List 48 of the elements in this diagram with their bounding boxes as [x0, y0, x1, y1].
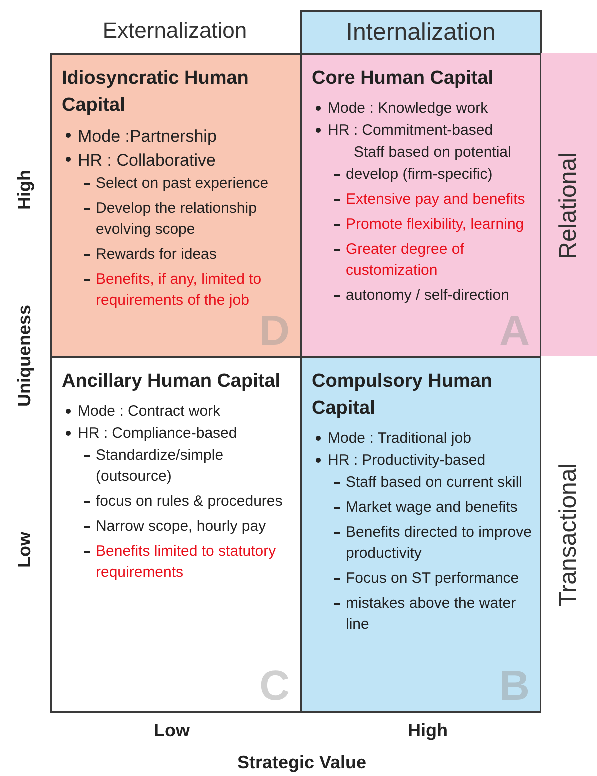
list-item-text: Staff based on current skill: [346, 473, 522, 493]
list-item-text: autonomy / self-direction: [346, 286, 510, 306]
list-item-text: Market wage and benefits: [346, 498, 518, 518]
list-item-text: Benefits, if any, limited to requirements of the job: [96, 270, 263, 311]
list-item-text: HR : Productivity-based: [328, 451, 486, 471]
list-item-text: HR : Commitment-based: [328, 121, 494, 141]
side-band: [541, 356, 597, 713]
list-item-text: mistakes above the water line: [346, 594, 518, 635]
quadrant-title: Ancillary Human Capital: [62, 370, 282, 394]
list-item-text: Mode :Partnership: [78, 126, 217, 148]
row-heading: Relational: [555, 152, 583, 259]
column-heading: Externalization: [102, 18, 248, 44]
list-item-text: Promote flexibility, learning: [346, 215, 524, 235]
axis-tick-label: Low: [154, 720, 190, 742]
list-item-text: develop (firm-specific): [346, 165, 493, 185]
list-item-text: Greater degree of customization: [346, 240, 466, 281]
quadrant-title: Idiosyncratic Human Capital: [62, 67, 250, 118]
side-band: [541, 53, 597, 358]
quadrant-panel: [300, 356, 542, 713]
list-item-text: Rewards for ideas: [96, 245, 217, 265]
row-heading: Transactional: [555, 462, 583, 606]
axis-title: Strategic Value: [237, 752, 367, 774]
list-item-text: Focus on ST performance: [346, 569, 520, 589]
list-item-text: Mode : Traditional job: [328, 429, 472, 449]
quadrant-title: Compulsory Human Capital: [312, 370, 494, 421]
list-item-text: Extensive pay and benefits: [346, 190, 526, 210]
list-item-text: HR : Collaborative: [78, 150, 216, 172]
list-item-text: focus on rules & procedures: [96, 492, 283, 512]
list-item-text: Staff based on potential: [353, 143, 512, 163]
list-item-text: Standardize/simple (outsource): [96, 446, 225, 487]
list-item-text: Mode : Knowledge work: [328, 99, 488, 119]
list-item-text: Narrow scope, hourly pay: [96, 517, 266, 537]
axis-tick-label: Low: [14, 532, 36, 568]
list-item-text: HR : Compliance-based: [78, 424, 238, 444]
quadrant-panel: [50, 356, 302, 713]
header-cell: [300, 10, 542, 55]
column-heading: Internalization: [346, 18, 496, 46]
axis-title: Uniqueness: [14, 304, 36, 408]
list-item-text: Benefits directed to improve productivity: [346, 523, 532, 564]
quadrant-title: Core Human Capital: [312, 67, 495, 91]
list-item-text: Benefits limited to statutory requirements: [96, 542, 278, 583]
quadrant-panel: [50, 53, 302, 358]
list-item-text: Mode : Contract work: [78, 402, 221, 422]
list-item-text: Select on past experience: [96, 174, 269, 194]
axis-tick-label: High: [408, 720, 448, 742]
axis-tick-label: High: [14, 170, 36, 210]
list-item-text: Develop the relationship evolving scope: [96, 199, 258, 240]
quadrant-panel: [300, 53, 542, 358]
